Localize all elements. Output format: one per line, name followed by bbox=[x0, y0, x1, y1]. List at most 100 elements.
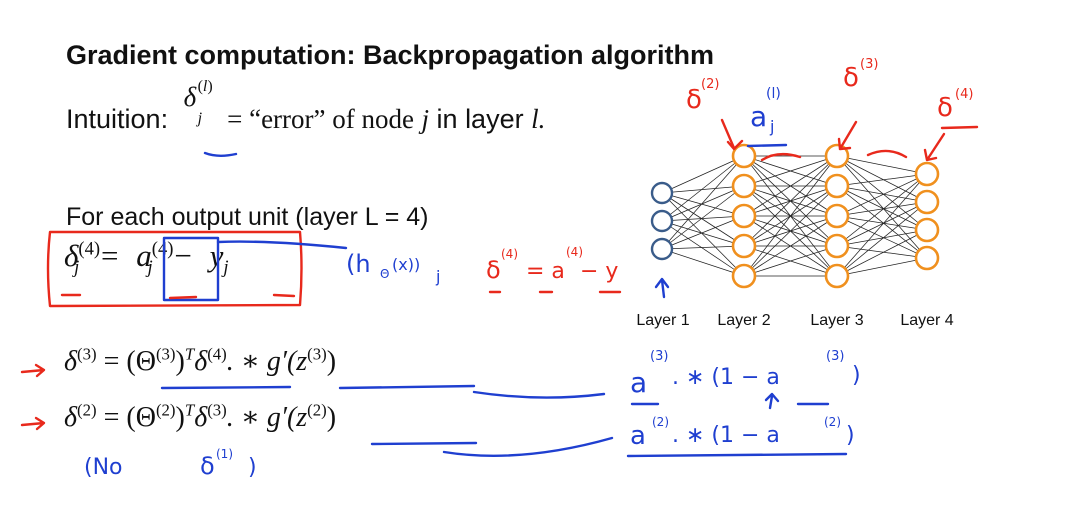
equals-sign: = bbox=[101, 238, 119, 273]
delta4-factor-superscript: (4) bbox=[207, 344, 227, 364]
backprop-arrow-4-to-3 bbox=[866, 149, 908, 159]
network-edge-l1-1-to-5 bbox=[661, 192, 745, 277]
network-edge-l2-5-to-4 bbox=[743, 245, 838, 277]
network-edge-l3-2-to-3 bbox=[836, 185, 928, 231]
delta3-factor-superscript: (3) bbox=[207, 400, 227, 420]
no-delta1-superscript: (1) bbox=[216, 447, 233, 461]
deriv2-rest: . ∗ (1 − a bbox=[672, 423, 780, 448]
activation-symbol: a bbox=[136, 238, 152, 273]
network-node-layer3-unit5 bbox=[824, 263, 850, 289]
delta3-arrow bbox=[837, 120, 858, 151]
delta3-rhs-close: ) bbox=[175, 346, 185, 377]
network-node-layer1-unit1 bbox=[650, 181, 674, 205]
deriv2-close: ) bbox=[846, 423, 855, 448]
delta2-rhs-open: = (Θ bbox=[103, 402, 156, 433]
network-node-layer4-unit2 bbox=[914, 189, 940, 215]
network-edge-l3-1-to-4 bbox=[836, 155, 928, 259]
network-node-layer2-unit1 bbox=[731, 143, 757, 169]
network-node-layer1-unit3 bbox=[650, 237, 674, 261]
network-edge-l3-5-to-2 bbox=[836, 201, 928, 277]
intuition-text: = “error” of node bbox=[227, 104, 414, 134]
delta2-note: δ bbox=[686, 85, 702, 115]
network-edge-l2-3-to-1 bbox=[743, 155, 838, 217]
hypothesis-note: (h bbox=[346, 250, 371, 278]
delta4-short-minus-y: − y bbox=[580, 259, 618, 284]
network-edge-l3-5-to-3 bbox=[836, 229, 928, 277]
network-edge-l2-5-to-1 bbox=[743, 155, 838, 277]
gprime-close: ) bbox=[326, 402, 337, 433]
network-node-layer3-unit4 bbox=[824, 233, 850, 259]
deriv3-a: a bbox=[630, 366, 647, 399]
intuition-j: j bbox=[421, 104, 430, 134]
theta3-superscript: (3) bbox=[155, 344, 176, 364]
deriv3-rest: . ∗ (1 − a bbox=[672, 365, 780, 390]
input-layer-arrow bbox=[654, 277, 670, 299]
network-edges bbox=[661, 155, 928, 277]
network-nodes bbox=[650, 143, 940, 289]
network-edge-l3-4-to-2 bbox=[836, 201, 928, 247]
network-edge-l3-4-to-1 bbox=[836, 173, 928, 247]
delta3-link bbox=[472, 390, 606, 399]
delta4-equation: δ(4)j = a(4)j − yj bbox=[64, 238, 229, 279]
backprop-arrow-3-to-2 bbox=[760, 152, 802, 162]
network-edge-l3-5-to-4 bbox=[836, 257, 928, 277]
activation-note-subscript: j bbox=[769, 117, 774, 136]
network-edge-l2-5-to-3 bbox=[743, 215, 838, 277]
transpose-mark: T bbox=[184, 344, 195, 364]
theta2-superscript: (2) bbox=[155, 400, 176, 420]
layer-2-label: Layer 2 bbox=[717, 312, 770, 329]
network-edge-l3-2-to-1 bbox=[836, 173, 928, 187]
delta4-factor: δ bbox=[194, 346, 208, 377]
delta3-note-superscript: (3) bbox=[860, 57, 878, 72]
network-edge-l1-2-to-4 bbox=[661, 220, 745, 247]
network-edge-l1-3-to-2 bbox=[661, 185, 745, 250]
hypothesis-theta: Θ bbox=[380, 267, 389, 281]
target-underline bbox=[272, 293, 296, 298]
delta2-equation: δ(2) = (Θ(2))Tδ(3). ∗ g′(z(2)) bbox=[64, 400, 336, 434]
network-edge-l3-4-to-4 bbox=[836, 245, 928, 259]
deriv2-a-superscript: (2) bbox=[652, 415, 669, 429]
network-node-layer1-unit2 bbox=[650, 209, 674, 233]
deriv2-a: a bbox=[630, 421, 646, 451]
network-edge-l1-1-to-3 bbox=[661, 192, 745, 217]
delta3-note: δ bbox=[843, 63, 859, 93]
delta2-link bbox=[442, 436, 614, 457]
network-edge-l1-3-to-5 bbox=[661, 248, 745, 277]
network-edge-l1-1-to-4 bbox=[661, 192, 745, 247]
delta4-underline bbox=[940, 125, 979, 130]
network-node-layer3-unit3 bbox=[824, 203, 850, 229]
layer-3-label: Layer 3 bbox=[810, 312, 863, 329]
network-edge-l1-2-to-5 bbox=[661, 220, 745, 277]
delta-symbol: δ bbox=[64, 238, 79, 273]
network-node-layer4-unit1 bbox=[914, 161, 940, 187]
network-edge-l3-4-to-3 bbox=[836, 229, 928, 247]
delta3-pointer-arrow bbox=[20, 363, 46, 378]
delta4-short-superscript: (4) bbox=[501, 247, 518, 261]
transpose-mark: T bbox=[184, 400, 195, 420]
delta-subscript: j bbox=[74, 257, 80, 279]
network-edge-l1-2-to-1 bbox=[661, 155, 745, 222]
network-node-layer3-unit2 bbox=[824, 173, 850, 199]
deriv2-underline bbox=[626, 452, 848, 458]
activation-underline bbox=[168, 295, 198, 300]
delta4-note-superscript: (4) bbox=[955, 87, 973, 102]
delta3-factor: δ bbox=[194, 402, 208, 433]
delta4-note: δ bbox=[937, 93, 953, 123]
delta3-theta-underline bbox=[160, 385, 292, 390]
delta2-symbol: δ bbox=[64, 402, 78, 433]
activation-note-underline bbox=[746, 143, 788, 148]
delta4-short-note: δ bbox=[486, 256, 501, 284]
network-node-layer2-unit5 bbox=[731, 263, 757, 289]
network-edge-l3-3-to-1 bbox=[836, 173, 928, 217]
layer-1-label: Layer 1 bbox=[636, 312, 689, 329]
delta4-equation-box bbox=[46, 230, 303, 308]
network-edge-l2-5-to-2 bbox=[743, 185, 838, 277]
network-edge-l3-2-to-4 bbox=[836, 185, 928, 259]
network-edge-l1-1-to-1 bbox=[661, 155, 745, 194]
network-edge-l1-2-to-2 bbox=[661, 185, 745, 222]
deriv3-arrow bbox=[764, 392, 780, 410]
gprime-term: . ∗ g′(z bbox=[226, 346, 308, 377]
network-node-layer4-unit4 bbox=[914, 245, 940, 271]
target-subscript: j bbox=[223, 257, 229, 279]
